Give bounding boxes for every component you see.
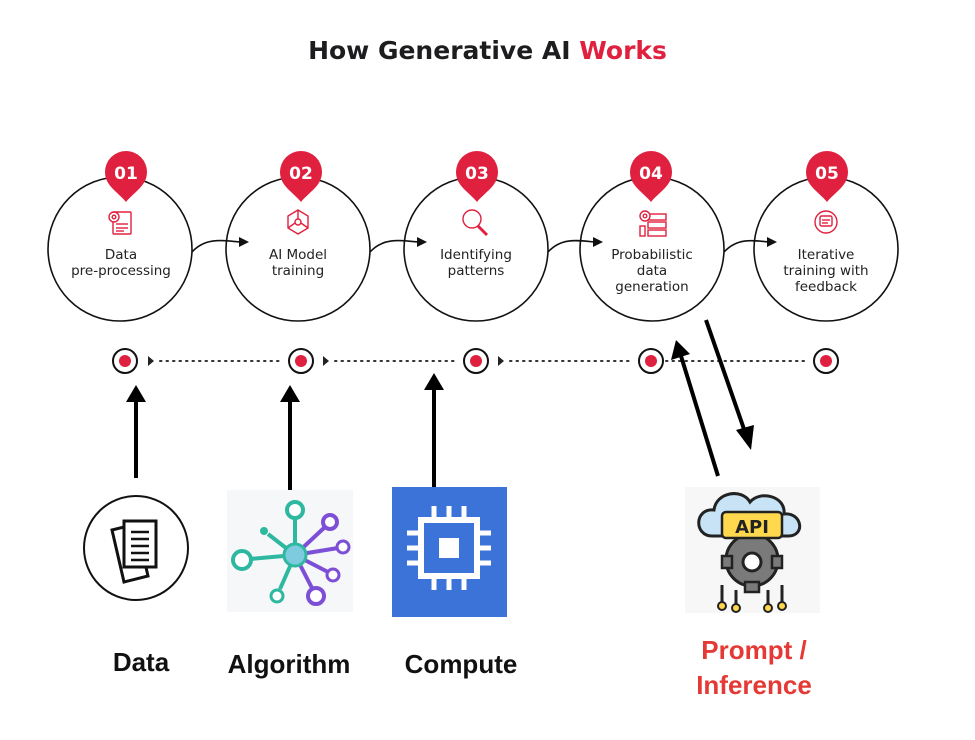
step-badge-3: 03 (456, 151, 498, 202)
network-nodes-icon (227, 490, 353, 612)
connector-arrow-4 (723, 239, 769, 253)
connector-arrow-1 (191, 239, 241, 253)
document-gear-icon (108, 211, 132, 235)
step-badge-4: 04 (630, 151, 672, 202)
prompt-down-arrowhead (736, 425, 754, 450)
feedback-cycle-icon (814, 210, 838, 234)
step-number-2: 02 (289, 164, 313, 184)
timeline-node-5 (813, 348, 839, 374)
magnifier-icon (462, 209, 489, 237)
step-badge-1: 01 (105, 151, 147, 202)
input-label-prompt: Prompt /Inference (696, 635, 812, 700)
algorithm-arrowhead (280, 385, 300, 402)
data-arrowhead (126, 385, 146, 402)
prompt-up-arrowhead (671, 340, 690, 360)
timeline-node-1 (112, 348, 138, 374)
prompt-down-arrow (704, 319, 747, 433)
input-label-algorithm: Algorithm (227, 649, 351, 679)
connector-arrowhead-4 (767, 237, 777, 247)
processor-chip-icon (392, 487, 507, 617)
title-prefix: How Generative AI (308, 36, 571, 65)
connector-arrowhead-2 (417, 237, 427, 247)
step-number-3: 03 (465, 164, 489, 184)
api-badge-label: API (735, 517, 769, 538)
title-accent: Works (579, 36, 667, 65)
api-cloud-gear-icon: API (685, 487, 820, 613)
timeline-node-4 (638, 348, 664, 374)
timeline-dots (148, 356, 504, 366)
step-number-5: 05 (815, 164, 839, 184)
step-badge-2: 02 (280, 151, 322, 202)
prompt-up-arrow (679, 355, 720, 477)
database-gear-icon (639, 210, 667, 237)
connector-arrowhead-1 (239, 237, 249, 247)
connector-arrowhead-3 (593, 237, 603, 247)
step-badge-5: 05 (806, 151, 848, 202)
network-cube-icon (287, 209, 309, 235)
input-label-compute: Compute (404, 649, 518, 679)
timeline-node-2 (288, 348, 314, 374)
timeline-node-3 (463, 348, 489, 374)
input-label-data: Data (112, 647, 170, 677)
step-number-4: 04 (639, 164, 663, 184)
documents-icon (83, 495, 189, 601)
page-title: How Generative AI Works (0, 36, 975, 65)
connector-arrow-2 (369, 239, 419, 253)
step-number-1: 01 (114, 164, 138, 184)
connector-arrow-3 (547, 239, 595, 253)
compute-arrowhead (424, 373, 444, 390)
